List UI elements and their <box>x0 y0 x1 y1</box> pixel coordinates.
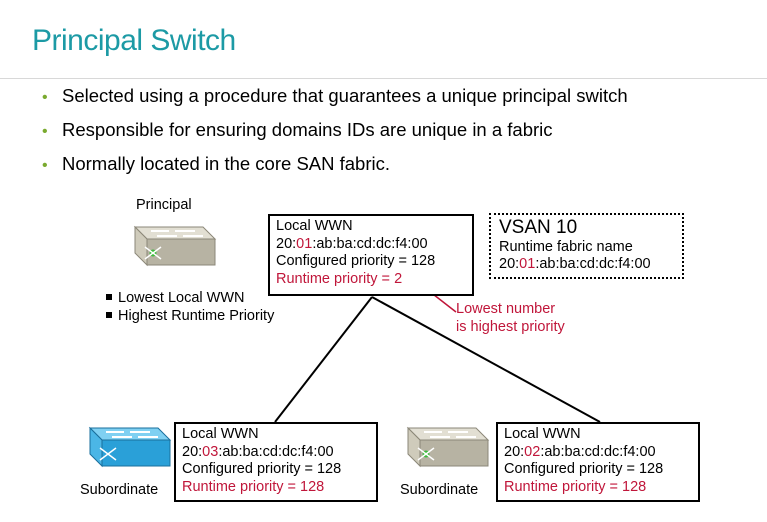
subordinate-right-switch-icon <box>406 426 490 468</box>
subordinate-right-info-box: Local WWN 20:02:ab:ba:cd:dc:f4:00 Config… <box>496 422 700 502</box>
principal-info-box: Local WWN 20:01:ab:ba:cd:dc:f4:00 Config… <box>268 214 474 296</box>
callout-note: Lowest number is highest priority <box>456 301 565 335</box>
link-principal-to-left <box>274 296 373 423</box>
subordinate-left-label: Subordinate <box>80 482 159 498</box>
principal-criteria: Lowest Local WWN Highest Runtime Priorit… <box>106 289 274 325</box>
title-divider <box>0 78 767 79</box>
vsan-fabric-name: 20:01:ab:ba:cd:dc:f4:00 <box>499 256 651 272</box>
page-title: Principal Switch <box>32 24 236 57</box>
principal-runtime-priority: Runtime priority = 2 <box>276 270 403 287</box>
bullet-item: •Normally located in the core SAN fabric… <box>42 148 628 182</box>
square-bullet-icon <box>106 294 112 300</box>
square-bullet-icon <box>106 312 112 318</box>
subordinate-right-label: Subordinate <box>400 482 479 498</box>
bullet-item: •Responsible for ensuring domains IDs ar… <box>42 114 628 148</box>
subordinate-left-info-box: Local WWN 20:03:ab:ba:cd:dc:f4:00 Config… <box>174 422 378 502</box>
link-principal-to-right <box>371 296 601 423</box>
subordinate-left-switch-icon <box>88 426 172 468</box>
vsan-box: VSAN 10 Runtime fabric name 20:01:ab:ba:… <box>489 213 684 279</box>
principal-wwn: 20:01:ab:ba:cd:dc:f4:00 <box>276 235 428 252</box>
bullet-dot-icon: • <box>42 157 48 174</box>
criteria-item: Lowest Local WWN <box>106 289 274 307</box>
principal-label: Principal <box>136 197 192 213</box>
subordinate-left-wwn: 20:03:ab:ba:cd:dc:f4:00 <box>182 443 334 460</box>
bullet-dot-icon: • <box>42 89 48 106</box>
bullet-list: •Selected using a procedure that guarant… <box>42 80 628 182</box>
bullet-item: •Selected using a procedure that guarant… <box>42 80 628 114</box>
subordinate-right-wwn: 20:02:ab:ba:cd:dc:f4:00 <box>504 443 656 460</box>
criteria-item: Highest Runtime Priority <box>106 307 274 325</box>
principal-switch-icon <box>133 225 217 267</box>
bullet-dot-icon: • <box>42 123 48 140</box>
